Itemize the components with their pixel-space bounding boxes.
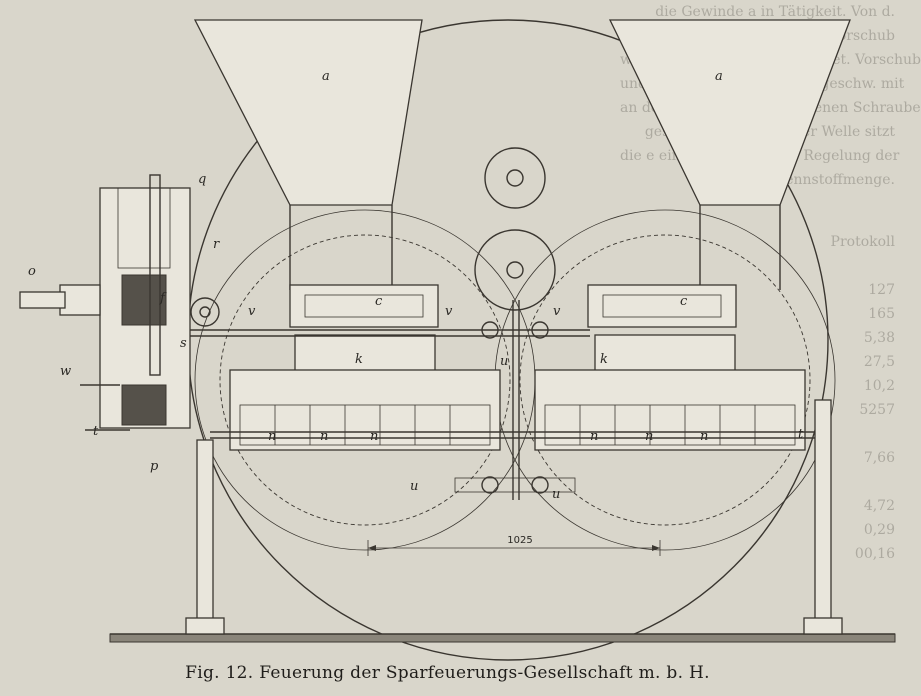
top-circle-upper bbox=[484, 147, 546, 209]
handwheel bbox=[190, 297, 220, 327]
label-v1: v bbox=[248, 304, 256, 319]
label-n3: n bbox=[370, 429, 378, 444]
label-c-right: c bbox=[680, 294, 688, 309]
column-left bbox=[196, 439, 214, 626]
feeder-head-right bbox=[587, 284, 737, 328]
figure-caption: Fig. 12. Feuerung der Sparfeuerungs-Gese… bbox=[185, 663, 710, 683]
label-p: p bbox=[150, 459, 159, 474]
firebox-left bbox=[219, 234, 511, 526]
label-w: w bbox=[60, 364, 71, 379]
label-u3: u bbox=[552, 487, 560, 502]
background-text-right-column: Protokoll 127 165 5,38 27,5 10,2 5257 7,… bbox=[830, 234, 895, 562]
scanned-page: die Gewinde a in Tätigkeit. Von d. Zahn-… bbox=[19, 4, 921, 683]
label-hopper-left: a bbox=[322, 69, 330, 84]
label-v3: v bbox=[553, 304, 561, 319]
column-right bbox=[814, 399, 832, 626]
label-k-right: k bbox=[600, 352, 608, 367]
label-n1: n bbox=[268, 429, 276, 444]
label-k-left: k bbox=[355, 352, 363, 367]
worm-gear bbox=[121, 274, 167, 326]
label-t-left: t bbox=[93, 424, 99, 439]
label-hopper-right: a bbox=[715, 69, 723, 84]
technical-drawing: 1025 a a q r o w t t p s f k k c c v v v… bbox=[19, 19, 896, 661]
feeder-head-left bbox=[289, 284, 439, 328]
label-r: r bbox=[213, 237, 220, 252]
label-v2: v bbox=[445, 304, 453, 319]
hopper-right bbox=[608, 19, 851, 206]
label-f: f bbox=[159, 291, 167, 306]
label-n4: n bbox=[590, 429, 598, 444]
label-n5: n bbox=[645, 429, 653, 444]
top-circle-lower bbox=[474, 229, 556, 311]
firebox-right bbox=[519, 234, 811, 526]
label-t-right: t bbox=[798, 427, 804, 442]
label-u1: u bbox=[500, 354, 508, 369]
hopper-left bbox=[193, 19, 423, 206]
label-c-left: c bbox=[375, 294, 383, 309]
label-s: s bbox=[180, 336, 187, 351]
dimension-label: 1025 bbox=[507, 535, 532, 546]
label-q: q bbox=[198, 172, 206, 187]
ground-floor bbox=[109, 633, 896, 643]
label-u2: u bbox=[410, 479, 418, 494]
label-o: o bbox=[28, 264, 36, 279]
label-n6: n bbox=[700, 429, 708, 444]
label-n2: n bbox=[320, 429, 328, 444]
drive-hub bbox=[19, 291, 66, 309]
